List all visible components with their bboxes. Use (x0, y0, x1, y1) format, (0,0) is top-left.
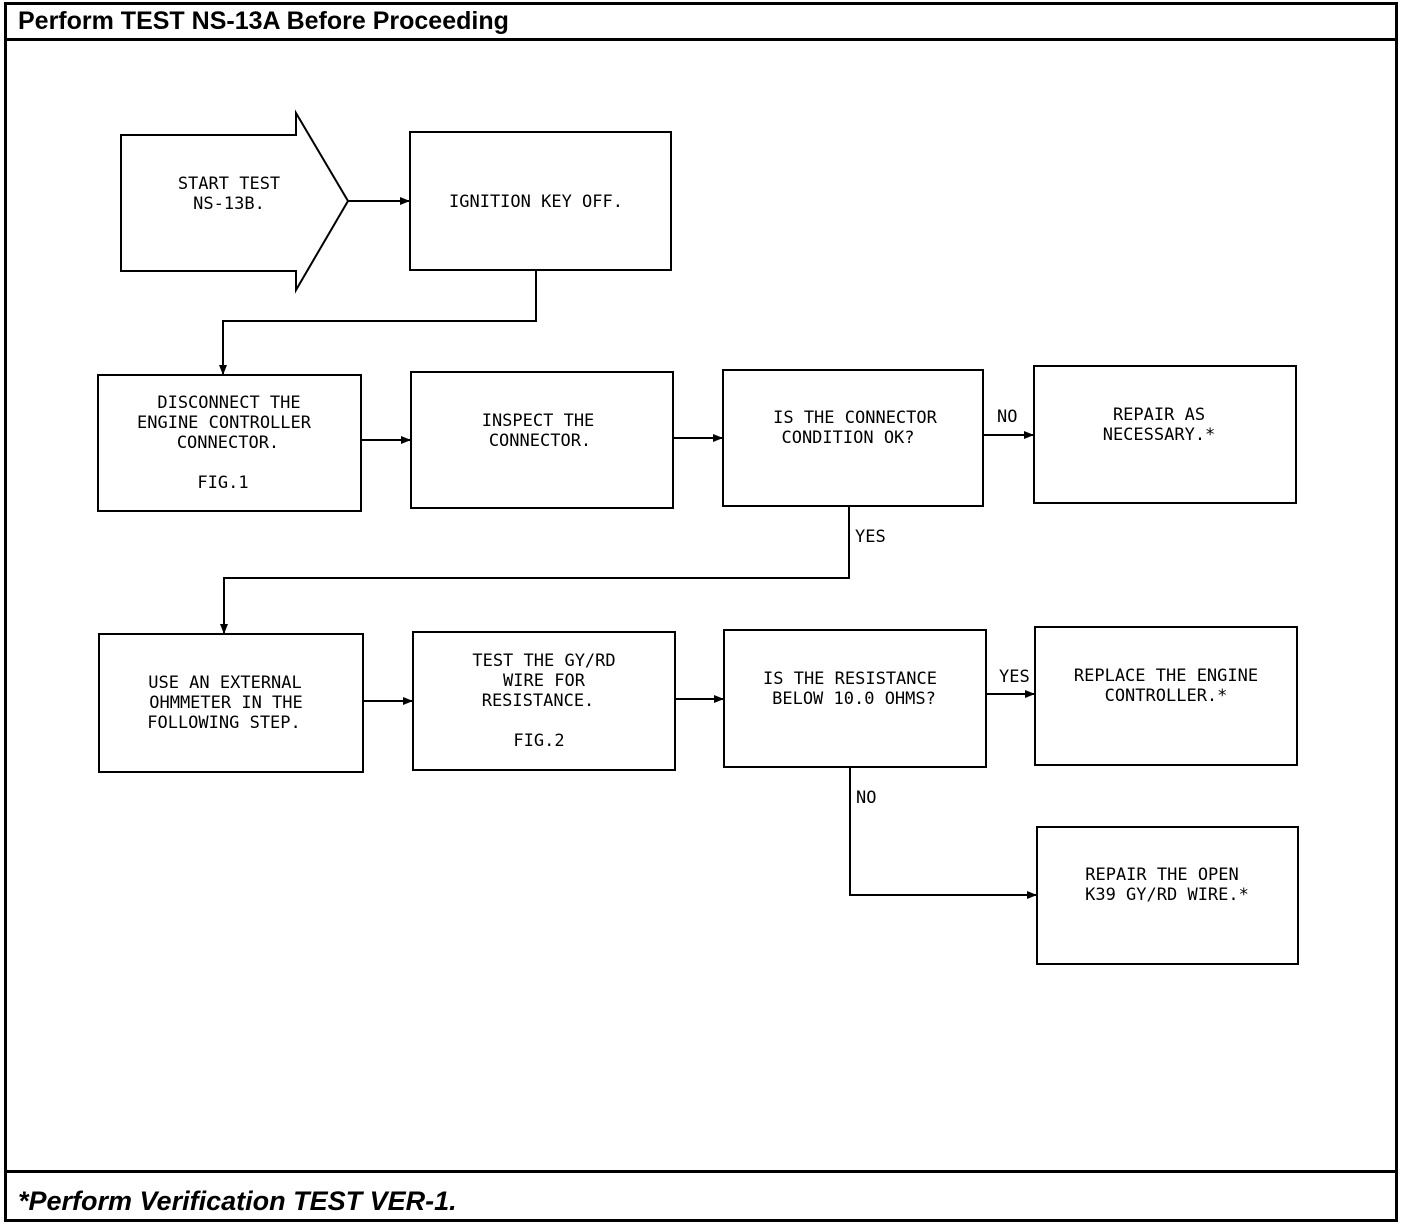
replace-controller-text-1: REPLACE THE ENGINE (1074, 666, 1258, 686)
test-wire-text-3: RESISTANCE. (482, 691, 595, 711)
inspect-text-2: CONNECTOR. (489, 431, 591, 451)
inspect-box (410, 371, 674, 509)
test-wire-text-2: WIRE FOR (503, 671, 586, 691)
disconnect-fig: FIG.1 (197, 473, 248, 493)
connector-decision-box (722, 369, 984, 507)
test-wire-fig: FIG.2 (513, 731, 564, 751)
replace-controller-text-2: CONTROLLER.* (1105, 686, 1228, 706)
inspect-text-1: INSPECT THE (482, 411, 595, 431)
ohmmeter-text-1: USE AN EXTERNAL (148, 673, 302, 693)
ohmmeter-text-2: OHMMETER IN THE (149, 693, 303, 713)
test-wire-text-1: TEST THE GY/RD (472, 651, 615, 671)
start-text-1: START TEST (178, 174, 280, 194)
test-wire-box (412, 631, 676, 771)
edge-label-yes-2: YES (999, 667, 1030, 687)
repair-open-box (1036, 826, 1299, 965)
ohmmeter-box (98, 633, 364, 773)
edge-label-yes-1: YES (855, 527, 886, 547)
ohmmeter-text-3: FOLLOWING STEP. (147, 713, 301, 733)
repair-necessary-text-2: NECESSARY.* (1103, 425, 1216, 445)
edge-ignition-disconnect (219, 270, 537, 375)
ignition-box (409, 131, 672, 271)
disconnect-box (97, 374, 362, 512)
edge-label-no-2: NO (856, 788, 876, 808)
resistance-decision-text-1: IS THE RESISTANCE (763, 669, 937, 689)
edge-resistance-no-repair (849, 767, 1037, 899)
page-frame (4, 2, 1398, 1222)
start-arrow-shape (120, 109, 350, 294)
start-text-2: NS-13B. (193, 194, 265, 214)
footer-note: *Perform Verification TEST VER-1. (4, 1170, 1398, 1222)
connector-decision-text-2: CONDITION OK? (781, 428, 914, 448)
resistance-decision-text-2: BELOW 10.0 OHMS? (772, 689, 936, 709)
page-title: Perform TEST NS-13A Before Proceeding (4, 2, 1398, 41)
repair-open-text-1: REPAIR THE OPEN (1085, 865, 1239, 885)
ignition-text: IGNITION KEY OFF. (449, 192, 623, 212)
repair-necessary-box (1033, 365, 1297, 504)
replace-controller-box (1034, 626, 1298, 766)
repair-open-text-2: K39 GY/RD WIRE.* (1085, 885, 1249, 905)
edge-label-no-1: NO (997, 407, 1017, 427)
disconnect-text-1: DISCONNECT THE (157, 393, 300, 413)
connector-decision-text-1: IS THE CONNECTOR (773, 408, 938, 428)
edge-decision-yes-ohmmeter (220, 506, 850, 634)
disconnect-text-3: CONNECTOR. (177, 433, 279, 453)
disconnect-text-2: ENGINE CONTROLLER (137, 413, 312, 433)
repair-necessary-text-1: REPAIR AS (1113, 405, 1205, 425)
resistance-decision-box (723, 629, 987, 768)
